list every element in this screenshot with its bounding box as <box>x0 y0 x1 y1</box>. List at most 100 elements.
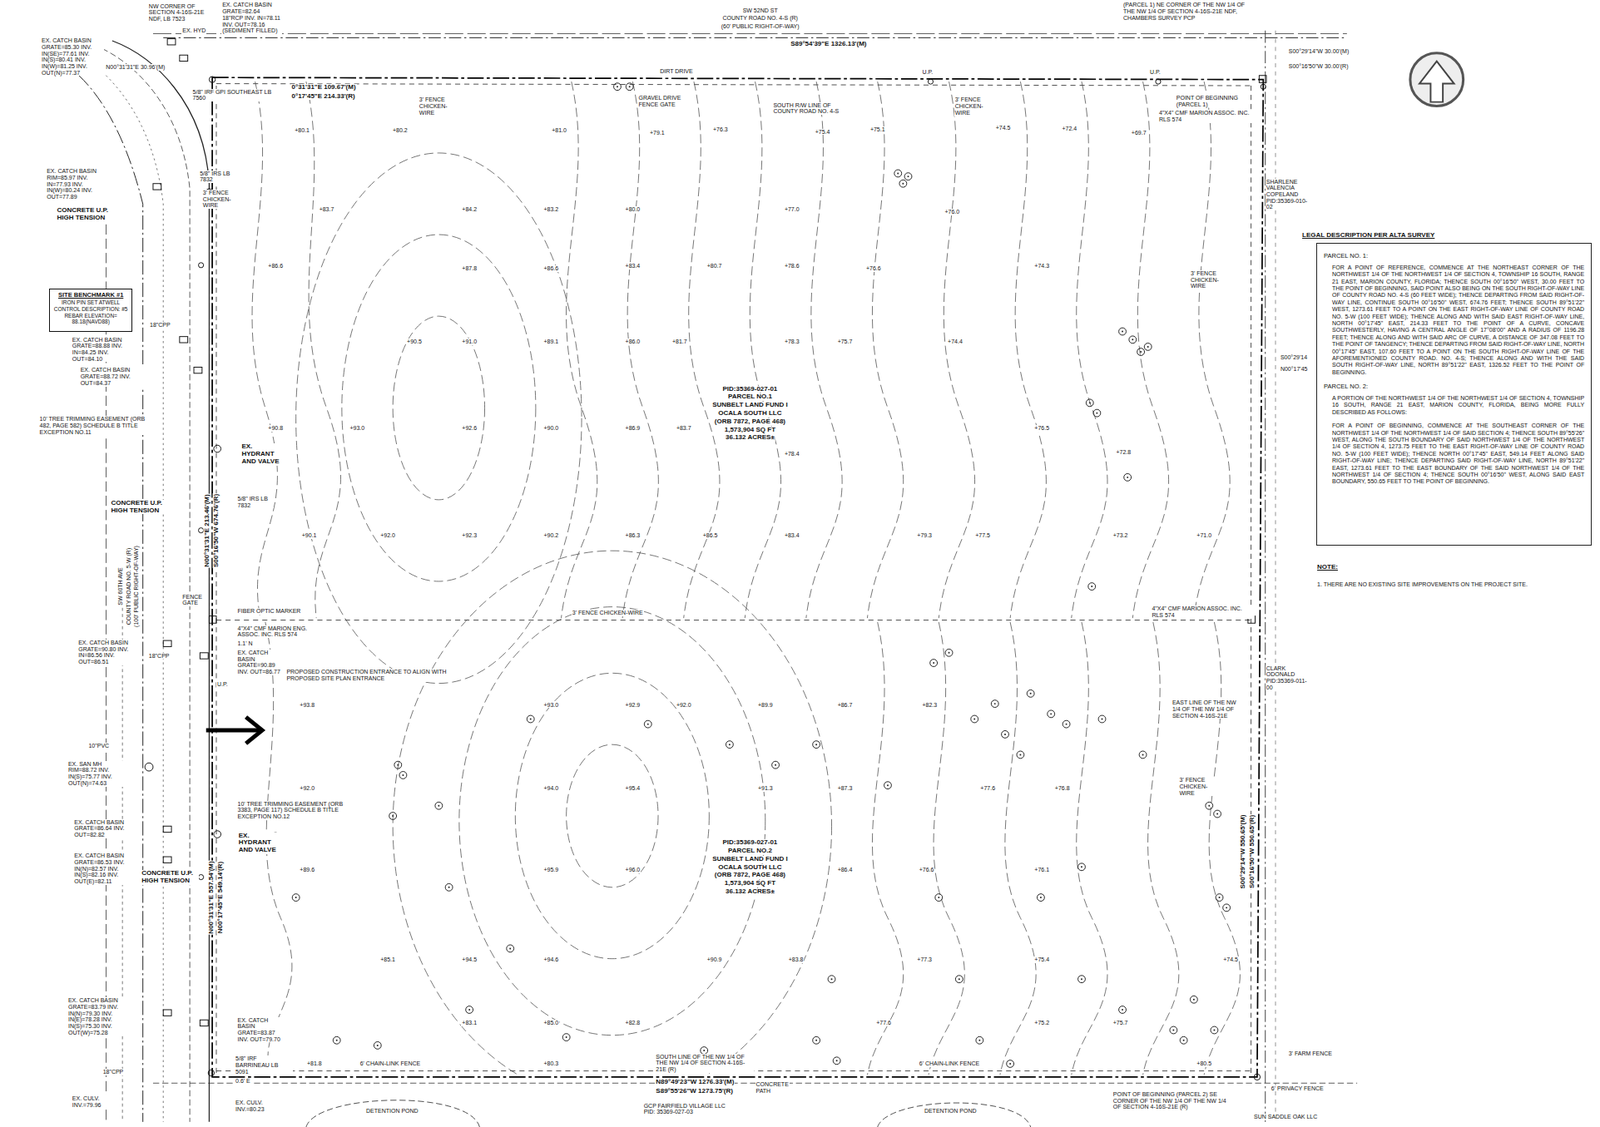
survey-linework <box>445 883 453 892</box>
survey-linework <box>1006 1060 1015 1069</box>
survey-label: SUNBELT LAND FUND I <box>711 401 789 410</box>
survey-linework <box>1016 751 1025 759</box>
bearing-label: COUNTY ROAD NO. 5-W (R) <box>125 547 133 626</box>
spot-elevation: +80.5 <box>1195 1060 1213 1068</box>
spot-elevation: +94.5 <box>460 956 478 964</box>
survey-label: S00°29'14"W 30.00'(M) <box>1287 48 1351 55</box>
survey-label: PARCEL NO.1 <box>727 393 773 402</box>
survey-label: 10' TREE TRIMMING EASEMENT (ORB 3383, PA… <box>237 801 352 821</box>
survey-linework <box>866 622 903 1075</box>
spot-elevation: +74.4 <box>946 338 964 346</box>
bearing-label: S00°29'14"W 550.65'(M) <box>1238 813 1247 890</box>
survey-linework <box>812 1036 821 1045</box>
survey-linework <box>744 81 781 619</box>
spot-elevation: +83.7 <box>318 206 336 214</box>
survey-linework <box>622 81 659 619</box>
spot-elevation: +90.5 <box>406 338 423 346</box>
survey-linework <box>970 715 979 724</box>
survey-linework <box>1071 622 1108 1075</box>
survey-label: 18"CPP <box>102 1069 125 1076</box>
spot-elevation: +81.7 <box>671 338 689 346</box>
survey-linework <box>1037 894 1046 902</box>
spot-elevation: +93.0 <box>542 702 560 709</box>
survey-label: S00°29'14 <box>1279 354 1308 362</box>
survey-linework <box>1419 61 1455 103</box>
spot-elevation: +79.1 <box>648 129 666 137</box>
spot-elevation: +74.5 <box>1222 956 1239 964</box>
spot-elevation: +87.3 <box>837 785 854 793</box>
survey-linework <box>208 1069 214 1076</box>
survey-linework <box>1132 81 1169 619</box>
spot-elevation: +77.3 <box>916 956 933 964</box>
survey-label: DETENTION POND <box>365 1108 420 1115</box>
survey-linework <box>772 761 780 769</box>
survey-label: EX. HYDRANT AND VALVE <box>237 832 281 855</box>
survey-linework <box>465 1006 474 1015</box>
survey-linework <box>894 169 902 178</box>
survey-label: 1,573,904 SQ FT <box>723 880 777 888</box>
road-lines <box>61 30 1358 1123</box>
spot-elevation: +94.6 <box>542 956 560 964</box>
survey-linework <box>373 1041 382 1050</box>
legal-description-box: LEGAL DESCRIPTION PER ALTA SURVEYPARCEL … <box>1316 242 1592 546</box>
survey-linework <box>167 39 176 45</box>
survey-linework <box>812 741 821 749</box>
bearing-label: N00°31'31"E 213.46'(M) <box>203 493 212 568</box>
survey-label: EX. CATCH BASIN GRATE=83.79 INV. IN(N)=7… <box>67 997 133 1036</box>
survey-label: 5/8" IRF BARRINEAU LB 5091 <box>234 1055 293 1075</box>
spot-elevation: +72.8 <box>1114 449 1132 456</box>
survey-linework <box>1215 894 1224 902</box>
survey-label: 4"X4" CMF MARION ENG. ASSOC. INC. RLS 57… <box>237 625 331 639</box>
survey-linework <box>341 234 536 582</box>
spot-elevation: +90.8 <box>267 425 284 432</box>
spot-elevation: +92.0 <box>675 702 693 709</box>
survey-label: 3' FENCE CHICKEN-WIRE <box>1178 777 1222 797</box>
spot-elevation: +78.4 <box>783 450 801 458</box>
survey-linework <box>566 744 659 888</box>
survey-linework <box>1085 399 1094 407</box>
spot-elevation: +86.7 <box>837 702 854 709</box>
survey-label: 3' FENCE CHICKEN-WIRE <box>202 189 243 209</box>
survey-label: SOUTH R/W LINE OF COUNTY ROAD NO. 4-S <box>772 102 851 115</box>
survey-linework <box>562 1034 570 1042</box>
survey-label: NW CORNER OF SECTION 4-16S-21E NDF, LB 7… <box>148 3 214 23</box>
survey-linework <box>213 831 222 839</box>
survey-linework <box>246 717 263 744</box>
survey-linework <box>435 802 443 810</box>
survey-label: 3' FENCE CHICKEN-WIRE <box>1189 270 1233 290</box>
survey-linework <box>1088 583 1096 591</box>
survey-linework <box>866 81 903 619</box>
survey-label: 1.1' N <box>237 640 254 648</box>
survey-label: DETENTION POND <box>923 1108 978 1115</box>
survey-label: 18"CPP <box>148 321 172 329</box>
survey-label: N00°31'31"E 30.96'(M) <box>104 64 166 71</box>
survey-linework <box>213 445 222 453</box>
spot-elevation: +83.1 <box>460 1020 478 1027</box>
survey-linework <box>1047 710 1056 719</box>
box-text: PARCEL NO. 2: <box>1323 382 1585 391</box>
spot-elevation: +75.4 <box>814 128 832 136</box>
spot-elevation: +76.8 <box>1054 785 1071 793</box>
spot-elevation: +80.0 <box>624 206 642 214</box>
survey-label: EX. CATCH BASIN GRATE=88.88 INV. IN=84.2… <box>71 336 137 363</box>
spot-elevation: +92.3 <box>460 532 478 540</box>
survey-linework <box>1143 622 1179 1075</box>
survey-linework <box>1139 751 1147 759</box>
spot-elevation: +83.7 <box>675 425 693 432</box>
survey-label: PROPOSED CONSTRUCTION ENTRANCE TO ALIGN … <box>285 668 451 682</box>
spot-elevation: +81.8 <box>306 1060 323 1068</box>
survey-label: U.P. <box>921 69 934 76</box>
survey-label: CONCRETE U.P. HIGH TENSION <box>55 207 124 223</box>
survey-linework <box>928 622 965 1075</box>
survey-linework <box>899 179 907 188</box>
survey-label: OCALA SOUTH LLC <box>717 864 783 872</box>
survey-linework <box>1137 348 1145 357</box>
survey-label: EX. CATCH BASIN RIM=85.97 INV. IN=77.93 … <box>45 168 111 200</box>
spot-elevation: +75.2 <box>1033 1020 1051 1027</box>
spot-elevation: +90.2 <box>542 532 560 540</box>
survey-label: CONCRETE PATH <box>755 1081 790 1095</box>
spot-elevation: +76.1 <box>1033 866 1051 874</box>
spot-elevation: +87.8 <box>460 265 478 273</box>
survey-linework <box>725 741 734 749</box>
survey-label: S89°55'26"W 1273.75'(R) <box>654 1088 734 1096</box>
